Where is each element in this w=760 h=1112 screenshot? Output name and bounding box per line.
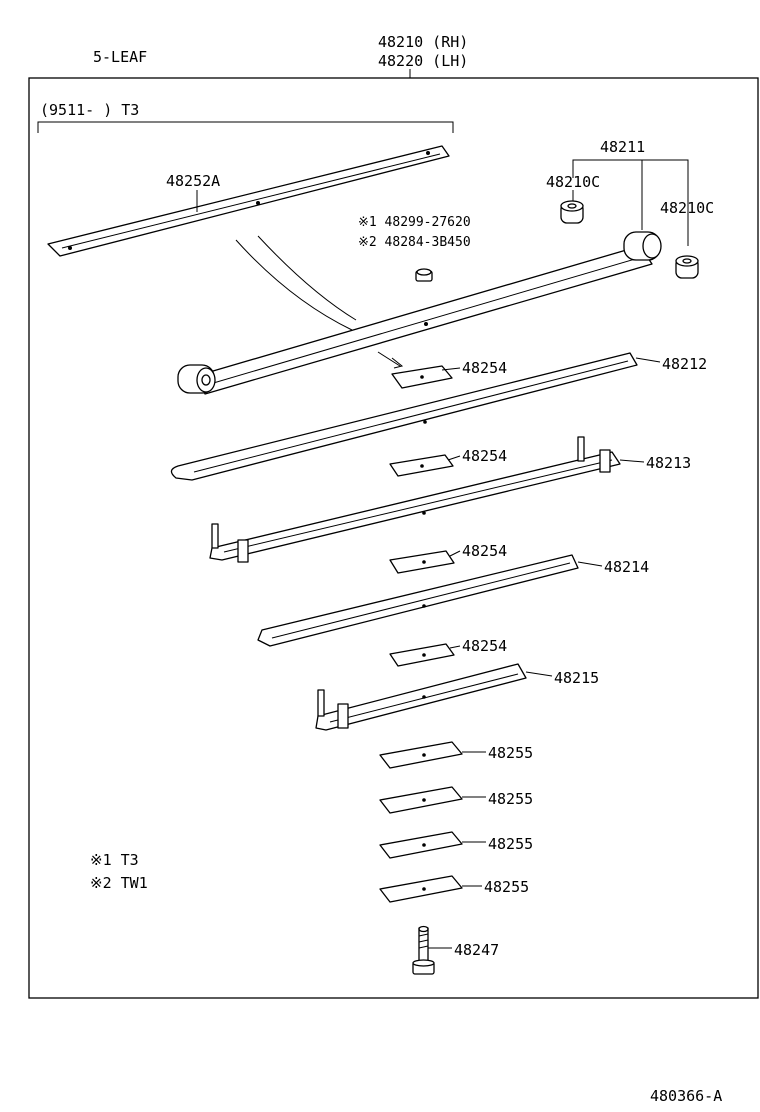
pad-48254-4 <box>389 643 455 667</box>
label-48255-1: 48255 <box>488 744 533 762</box>
leaf-count-label: 5-LEAF <box>93 48 147 66</box>
leaf-48215 <box>315 663 527 731</box>
leader-48254-1 <box>441 367 461 371</box>
assembly-lh-label: 48220 (LH) <box>378 52 468 70</box>
center-bolt-48247 <box>412 925 435 975</box>
reference-code: 480366-A <box>650 1087 722 1105</box>
label-48254-3: 48254 <box>462 542 507 560</box>
pad-48255-2 <box>379 786 463 814</box>
arrow-icon <box>377 351 404 369</box>
label-48214: 48214 <box>604 558 649 576</box>
reference-curve <box>235 239 353 331</box>
legend-note-1: ※1 T3 <box>90 851 139 869</box>
assembly-rh-label: 48210 (RH) <box>378 33 468 51</box>
label-48254-4: 48254 <box>462 637 507 655</box>
assembly-frame <box>28 77 759 999</box>
label-48215: 48215 <box>554 669 599 687</box>
nut-48284 <box>415 268 433 282</box>
label-48213: 48213 <box>646 454 691 472</box>
label-48210C-left: 48210C <box>546 173 600 191</box>
label-48299: ※1 48299-27620 <box>358 215 471 230</box>
legend-note-2: ※2 TW1 <box>90 874 148 892</box>
bushing-48210C-left <box>560 200 584 224</box>
bushing-48210C-right <box>675 255 699 279</box>
pad-48255-3 <box>379 831 463 859</box>
label-48212: 48212 <box>662 355 707 373</box>
pad-48255-4 <box>379 875 463 903</box>
label-48255-3: 48255 <box>488 835 533 853</box>
leader-48215 <box>525 671 553 677</box>
range-bracket <box>37 121 454 133</box>
leader-48212 <box>635 357 661 363</box>
pad-48255-1 <box>379 741 463 769</box>
label-48210C-right: 48210C <box>660 199 714 217</box>
pad-48254-3 <box>389 550 455 574</box>
label-48255-4: 48255 <box>484 878 529 896</box>
leader-48254-3 <box>449 550 461 557</box>
pad-48254-2 <box>389 454 454 477</box>
leaf-48213 <box>209 436 621 563</box>
label-48255-2: 48255 <box>488 790 533 808</box>
leaf-48212 <box>170 352 638 481</box>
label-48254-2: 48254 <box>462 447 507 465</box>
leader-48213 <box>619 459 645 463</box>
range-note-label: (9511- ) T3 <box>40 101 139 119</box>
part-48252A-leaf <box>47 145 450 257</box>
leader-48214 <box>577 561 603 567</box>
label-48252A: 48252A <box>166 172 220 190</box>
pad-48254-1 <box>391 365 453 389</box>
leader-48254-2 <box>447 455 461 461</box>
label-48211: 48211 <box>600 138 645 156</box>
leaf-48214 <box>257 554 579 647</box>
label-48247: 48247 <box>454 941 499 959</box>
label-48284: ※2 48284-3B450 <box>358 235 471 250</box>
main-leaf-48211 <box>177 231 662 395</box>
leader-48254-4 <box>449 645 461 649</box>
reference-curve-2 <box>257 235 357 321</box>
bracket-48211 <box>572 159 689 246</box>
label-48254-1: 48254 <box>462 359 507 377</box>
